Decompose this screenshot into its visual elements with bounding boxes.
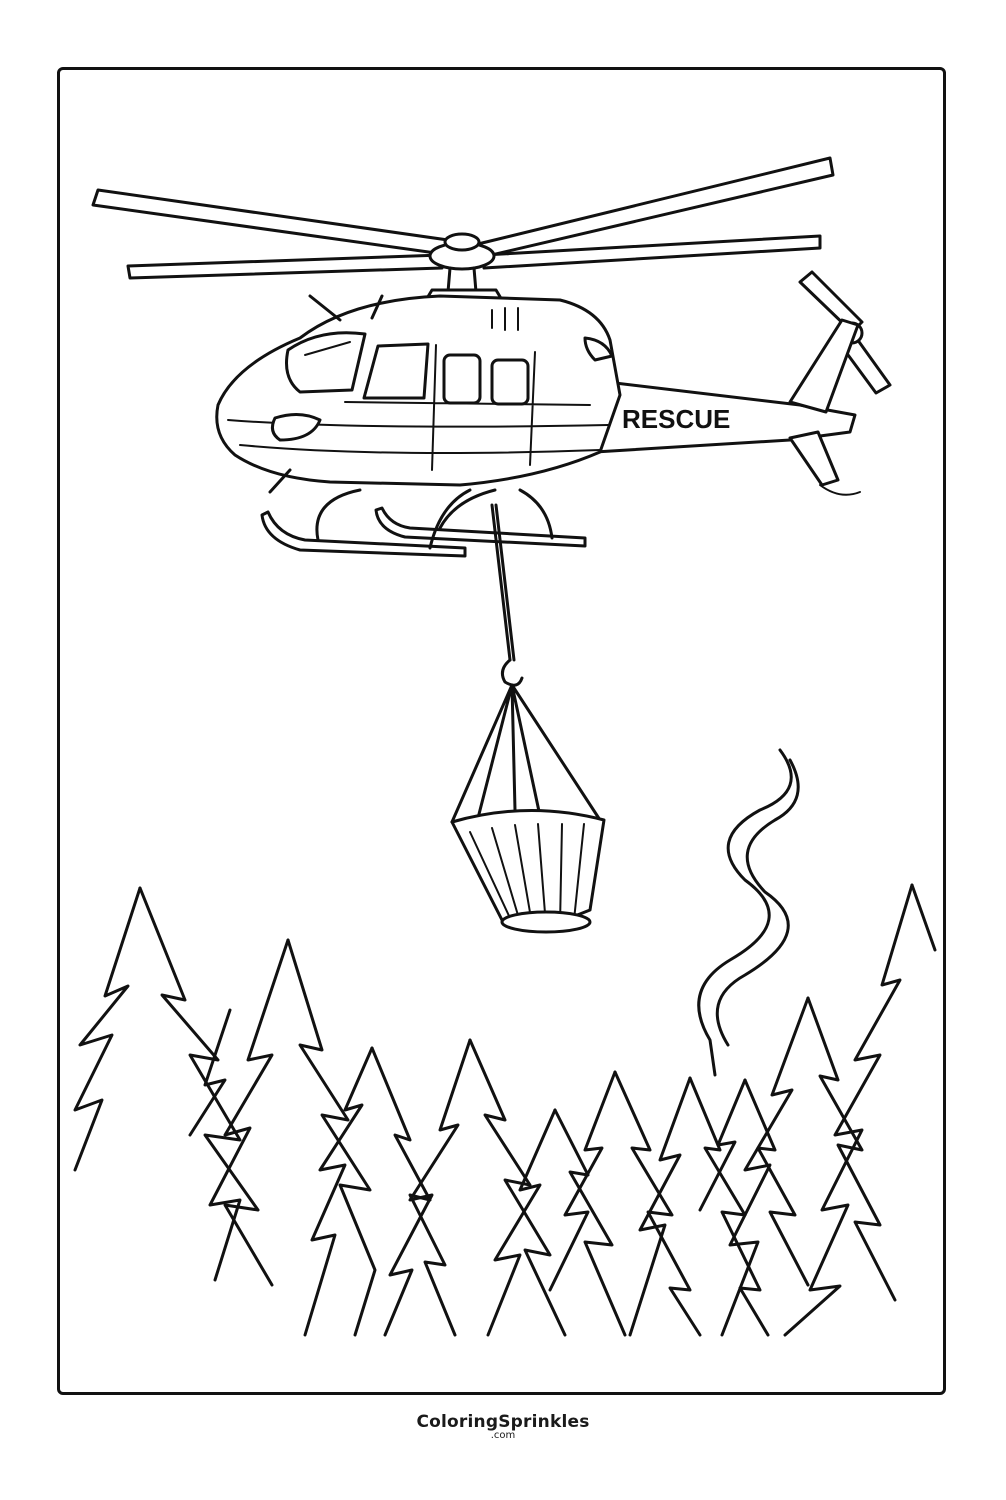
- main-rotor: [91, 156, 835, 302]
- pine-forest: [73, 883, 937, 1337]
- landing-skids: [260, 488, 587, 558]
- rescue-label: RESCUE: [622, 404, 730, 434]
- helicopter-body: [215, 294, 622, 494]
- brand-domain: .com: [490, 1430, 516, 1441]
- cable-and-hook: [490, 503, 524, 687]
- footer-brand: ColoringSprinkles .com: [0, 1412, 1006, 1441]
- smoke-plume: [697, 748, 800, 1077]
- water-bucket: [450, 683, 606, 934]
- brand-name: ColoringSprinkles: [416, 1412, 590, 1432]
